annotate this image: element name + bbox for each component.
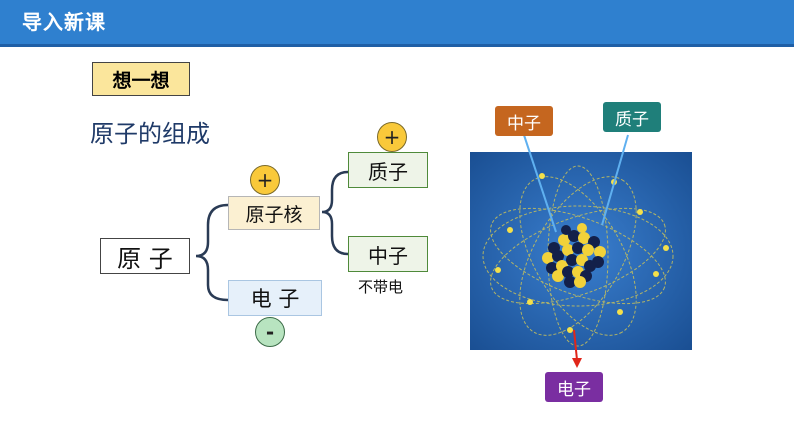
think-tag: 想一想 [92, 62, 190, 96]
electron-label: 电 子 [250, 287, 300, 311]
neutron-pointer-line [523, 134, 557, 233]
nucleus-plus-icon: + [250, 165, 280, 195]
neutron-tag: 中子 [495, 106, 553, 136]
atom-illustration [470, 152, 692, 350]
neutron-label: 中子 [368, 243, 408, 268]
electron-box: 电 子 [228, 280, 322, 316]
electron-minus-icon: - [255, 317, 285, 347]
electron-arrowhead [572, 358, 582, 368]
neutron-note: 不带电 [358, 278, 404, 296]
atom-label: 原 子 [117, 244, 173, 273]
nucleus-box: 原子核 [228, 196, 320, 230]
proton-tag: 质子 [603, 102, 661, 132]
electron-tag: 电子 [545, 372, 603, 402]
proton-plus-icon: + [377, 122, 407, 152]
header-title: 导入新课 [22, 10, 106, 34]
section-title: 原子的组成 [90, 120, 210, 148]
atom-box: 原 子 [100, 238, 190, 274]
right-brace [321, 170, 349, 256]
proton-box: 质子 [348, 152, 428, 188]
neutron-box: 中子 [348, 236, 428, 272]
left-brace [195, 203, 229, 302]
header-bar [0, 0, 794, 44]
electron-pointer-arrow [573, 329, 578, 361]
header-underline [0, 44, 794, 47]
nucleus-label: 原子核 [245, 203, 303, 226]
proton-label: 质子 [368, 159, 408, 184]
nucleus-cluster [542, 223, 606, 288]
proton-pointer-line [601, 134, 629, 226]
